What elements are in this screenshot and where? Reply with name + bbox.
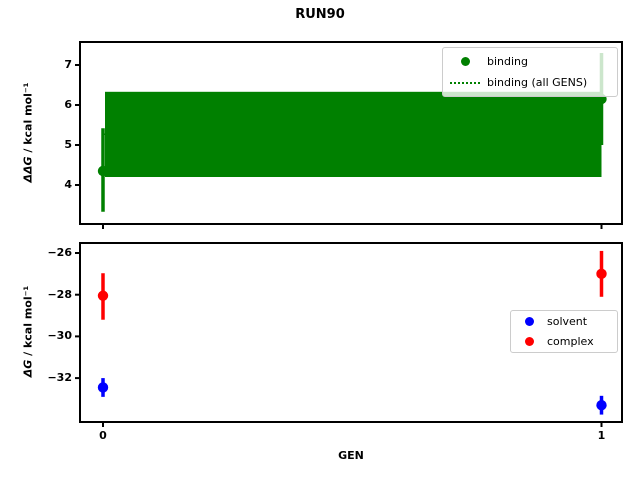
y-tick-label: −30: [47, 329, 72, 343]
legend-marker-cell: [511, 316, 547, 326]
legend-label-binding-all-gens: binding (all GENS): [487, 76, 588, 89]
complex-point: [596, 268, 607, 280]
legend-item-binding: binding: [443, 51, 617, 72]
legend-item-solvent: solvent: [511, 311, 617, 332]
solvent-point: [97, 382, 109, 393]
y-tick-label: −26: [47, 246, 72, 259]
binding-point: [97, 165, 109, 177]
complex-point: [97, 290, 109, 301]
x-tick-label: 1: [597, 429, 606, 442]
top-legend: binding binding (all GENS): [442, 47, 618, 97]
legend-item-complex: complex: [511, 332, 617, 353]
solvent-point: [596, 400, 607, 411]
binding-all-gens-dotted-line-icon: [450, 81, 480, 84]
y-tick-label: 4: [64, 178, 72, 191]
legend-item-binding-all-gens: binding (all GENS): [443, 72, 617, 93]
y-tick-label: 7: [64, 58, 72, 71]
y-tick-label: 5: [64, 138, 72, 151]
solvent-dot-icon: [524, 316, 534, 326]
complex-dot-icon: [524, 337, 534, 347]
legend-marker-cell: [443, 57, 487, 66]
y-tick-label: −28: [47, 287, 72, 301]
binding-dot-icon: [460, 57, 470, 66]
legend-marker-cell: [511, 337, 547, 347]
x-axis-label: GEN: [338, 449, 364, 462]
legend-label-binding: binding: [487, 55, 529, 68]
legend-label-complex: complex: [547, 335, 594, 349]
legend-label-solvent: solvent: [547, 314, 588, 328]
plot-title: RUN90: [295, 7, 345, 22]
y-tick-label: 6: [64, 98, 72, 111]
y-tick-label: −32: [47, 371, 72, 385]
axes-frame: [79, 41, 623, 225]
x-tick-label: 0: [99, 429, 107, 442]
legend-marker-cell: [443, 81, 487, 84]
bottom-legend: solvent complex: [510, 310, 618, 353]
axes-frame: [79, 242, 623, 423]
